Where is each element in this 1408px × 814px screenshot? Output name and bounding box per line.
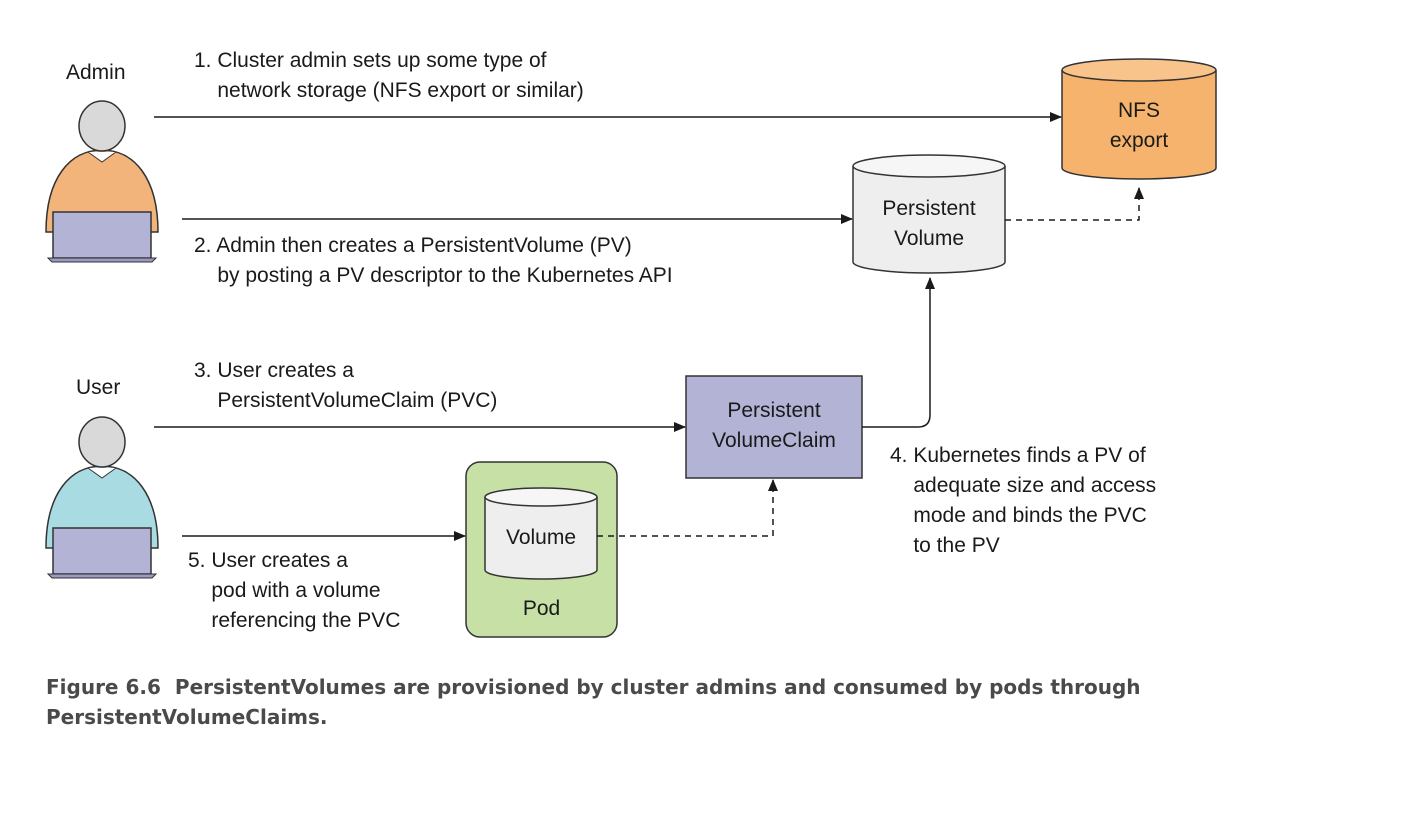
- figure-number: Figure 6.6: [46, 675, 161, 699]
- dashed-volume-to-pvc: [597, 479, 778, 537]
- pod-label: Pod: [522, 597, 561, 620]
- user-label: User: [76, 376, 121, 399]
- persistent-volume-cylinder: [852, 154, 1006, 274]
- admin-label: Admin: [66, 61, 126, 84]
- pvc-label: Persistent VolumeClaim: [712, 399, 836, 452]
- nfs-export-label: NFS export: [1109, 99, 1169, 152]
- persistent-volume-label: Persistent Volume: [882, 197, 976, 250]
- volume-label: Volume: [505, 526, 577, 549]
- user-icon: [45, 416, 159, 579]
- nfs-export-cylinder: [1061, 58, 1217, 180]
- step-1-label: 1. Cluster admin sets up some type of ne…: [194, 49, 584, 102]
- step-2-label: 2. Admin then creates a PersistentVolume…: [194, 234, 673, 287]
- step-5-label: 5. User creates a pod with a volume refe…: [188, 549, 401, 632]
- figure-caption-text: PersistentVolumes are provisioned by clu…: [46, 675, 1141, 729]
- step-4-label: 4. Kubernetes finds a PV of adequate siz…: [890, 444, 1157, 557]
- pvc-box: [685, 375, 863, 479]
- admin-icon: [45, 100, 159, 263]
- arrow-pvc-to-pv: [862, 277, 935, 428]
- dashed-pv-to-nfs: [1005, 187, 1144, 221]
- step-3-label: 3. User creates a PersistentVolumeClaim …: [194, 359, 498, 412]
- volume-cylinder: [484, 487, 598, 580]
